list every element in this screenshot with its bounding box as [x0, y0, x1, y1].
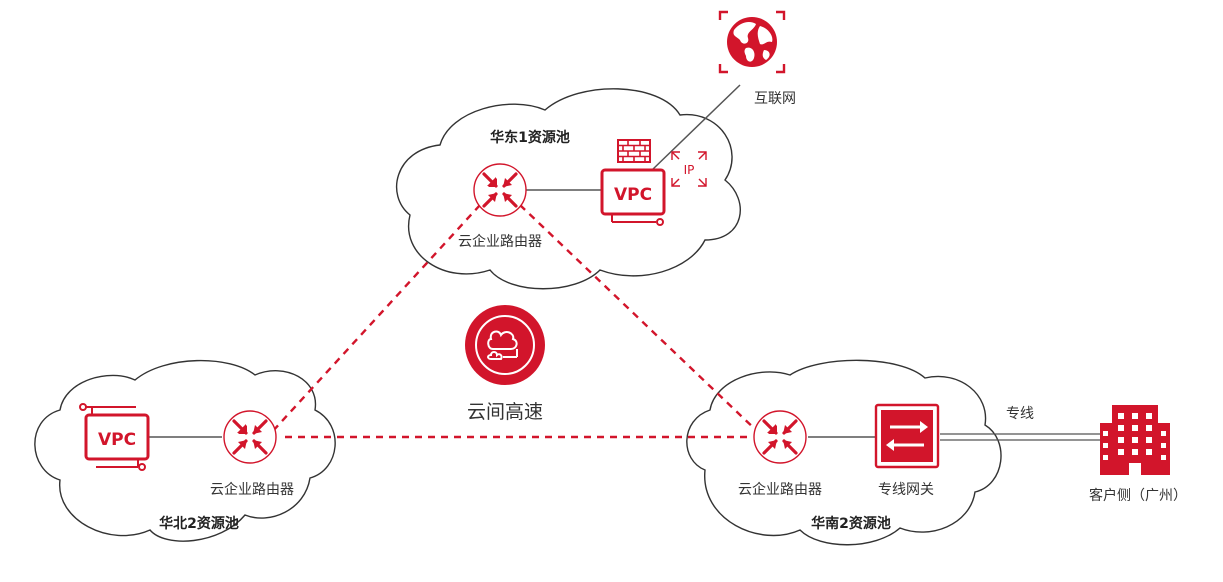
- vpc-north-label: VPC: [98, 430, 136, 450]
- router-north-icon[interactable]: [223, 410, 277, 464]
- vpc-east-icon[interactable]: VPC: [600, 168, 666, 226]
- link-east-south: [519, 204, 759, 433]
- vpc-east-label: VPC: [614, 185, 652, 205]
- cloud-connect-links: [271, 204, 759, 439]
- eip-label: IP: [684, 163, 695, 177]
- firewall-icon: [617, 139, 651, 163]
- region-east-label: 华东1资源池: [490, 129, 570, 146]
- router-east-label: 云企业路由器: [458, 233, 542, 250]
- router-south-icon[interactable]: [753, 410, 807, 464]
- cloud-north: [34, 359, 336, 542]
- region-north-label: 华北2资源池: [159, 515, 239, 532]
- globe-icon[interactable]: [718, 10, 786, 74]
- router-north-label: 云企业路由器: [210, 481, 294, 498]
- cloud-connect-label: 云间高速: [467, 401, 543, 423]
- eip-icon: IP: [671, 151, 707, 187]
- internet-label: 互联网: [754, 91, 796, 107]
- cloud-east: [395, 88, 741, 290]
- vpc-north-icon[interactable]: VPC: [79, 403, 150, 471]
- cloud-connect-icon[interactable]: [465, 305, 545, 385]
- link-vpc-internet: [651, 84, 741, 171]
- gateway-label: 专线网关: [878, 482, 934, 498]
- region-south-label: 华南2资源池: [811, 515, 891, 532]
- gateway-icon[interactable]: [874, 403, 940, 469]
- router-south-label: 云企业路由器: [738, 481, 822, 498]
- building-icon[interactable]: [1100, 405, 1170, 475]
- router-east-icon[interactable]: [473, 163, 527, 217]
- customer-label: 客户侧（广州）: [1089, 487, 1187, 504]
- dedicated-line-label: 专线: [1006, 406, 1034, 422]
- dedicated-line: [940, 433, 1105, 441]
